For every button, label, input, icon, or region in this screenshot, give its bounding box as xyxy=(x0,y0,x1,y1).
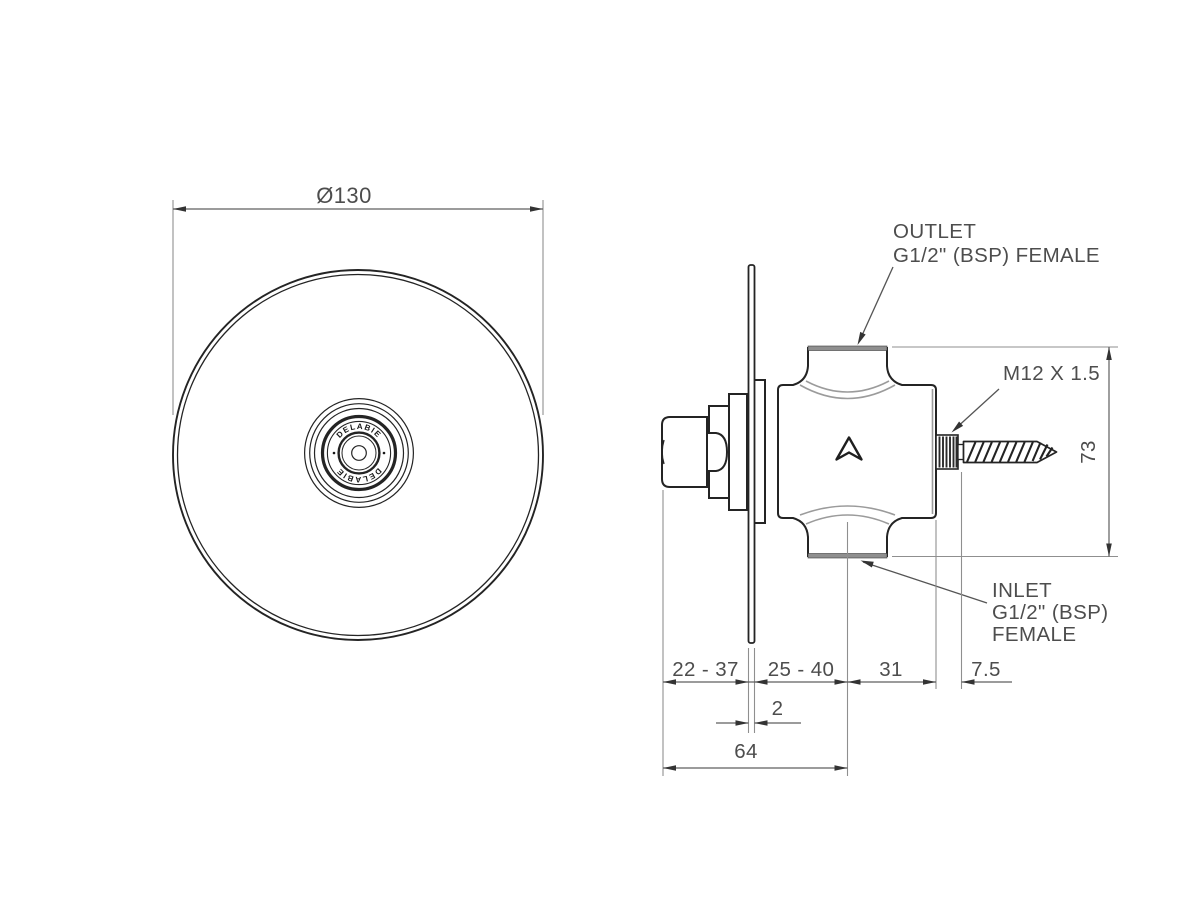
outlet-shoulder-arc xyxy=(805,380,890,393)
arrowhead xyxy=(173,206,186,212)
valve-body xyxy=(777,345,937,559)
arrowhead xyxy=(847,679,861,685)
arrowhead xyxy=(951,421,964,433)
push-button-assembly xyxy=(661,393,748,511)
cover-plate-inner-circle xyxy=(176,273,540,637)
brand-text-bottom: DELABIE xyxy=(335,466,384,484)
outlet-port-face xyxy=(807,345,888,351)
arrowhead xyxy=(834,765,848,771)
dim-overall-depth: 64 xyxy=(734,740,758,763)
diameter-dimension: Ø130 xyxy=(172,183,544,415)
dim-wall-to-inlet-axis: 25 - 40 xyxy=(768,658,835,681)
inlet-shoulder-arc xyxy=(799,505,896,516)
button-face-curve xyxy=(661,439,665,465)
inlet-label-line3: FEMALE xyxy=(992,623,1076,646)
dim-inlet-axis-to-body: 31 xyxy=(879,658,903,681)
arrowhead xyxy=(923,679,936,685)
brand-dot-right xyxy=(382,451,386,455)
arrowhead xyxy=(735,720,749,726)
handle-hub xyxy=(706,432,729,472)
screw-thread-hatch xyxy=(966,441,1054,463)
front-view: Ø130 DELABIE DELABIE xyxy=(172,183,544,641)
outlet-shoulder-arc xyxy=(799,384,896,400)
dim-stud-length: 7.5 xyxy=(971,658,1001,681)
arrowhead xyxy=(735,679,749,685)
height-dimension: 73 xyxy=(892,346,1118,558)
stud-thread-label: M12 X 1.5 xyxy=(1003,362,1100,385)
delabie-triangle-logo-icon xyxy=(835,436,863,461)
arrowhead xyxy=(1106,347,1112,360)
side-view: OUTLET G1/2" (BSP) FEMALE M12 X 1.5 INLE… xyxy=(661,220,1118,776)
brand-text-top: DELABIE xyxy=(335,422,384,440)
arrowhead xyxy=(754,720,768,726)
dim-wall-to-handle: 22 - 37 xyxy=(672,658,739,681)
arrowhead xyxy=(860,560,874,568)
brand-dot-left xyxy=(332,451,336,455)
height-dim-label: 73 xyxy=(1077,440,1100,464)
arrowhead xyxy=(1106,543,1112,557)
arrowhead xyxy=(834,679,848,685)
arrowhead xyxy=(663,765,676,771)
cover-plate-outer-circle xyxy=(172,269,544,641)
push-button xyxy=(661,416,708,488)
arrowhead xyxy=(530,206,543,212)
dim-panel-thickness: 2 xyxy=(772,697,784,720)
inlet-shoulder-arc xyxy=(805,514,890,525)
arrowhead xyxy=(663,679,676,685)
outlet-label-line2: G1/2" (BSP) FEMALE xyxy=(893,244,1100,267)
brand-medallion: DELABIE DELABIE xyxy=(304,398,415,509)
outlet-label-line1: OUTLET xyxy=(893,220,976,243)
arrowhead xyxy=(857,331,866,345)
inlet-label-line1: INLET xyxy=(992,579,1052,602)
diameter-label: Ø130 xyxy=(316,183,371,208)
arrowhead xyxy=(754,679,768,685)
wall-panel xyxy=(747,264,756,644)
depth-dimensions: 22 - 37 25 - 40 31 7.5 2 64 xyxy=(662,472,1012,776)
stud-thread-callout: M12 X 1.5 xyxy=(951,362,1100,433)
inlet-callout: INLET G1/2" (BSP) FEMALE xyxy=(860,560,1109,646)
inlet-label-line2: G1/2" (BSP) xyxy=(992,601,1109,624)
outlet-callout: OUTLET G1/2" (BSP) FEMALE xyxy=(857,220,1100,345)
fixing-screw xyxy=(935,434,1058,470)
arrowhead xyxy=(961,679,975,685)
handle-flange-large xyxy=(728,393,748,511)
